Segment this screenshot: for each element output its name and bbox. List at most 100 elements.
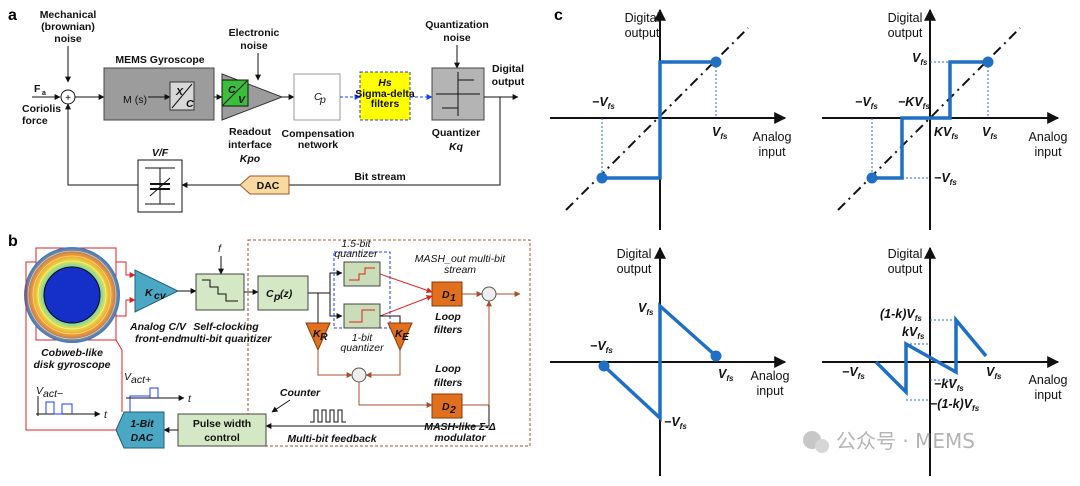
c2-neg-kvfs: −KVfs bbox=[898, 95, 930, 111]
cpz-c: C bbox=[266, 288, 274, 300]
cobweb-l1: Cobweb-like bbox=[41, 347, 103, 359]
c1-x-l2: input bbox=[758, 145, 786, 159]
sd-l1: Hs bbox=[378, 77, 392, 89]
lf2-l2: filters bbox=[434, 377, 463, 389]
c2-y-l1: Digital bbox=[888, 11, 923, 25]
cobweb-l2: disk gyroscope bbox=[33, 359, 110, 371]
pwc-l1: Pulse width bbox=[193, 418, 251, 430]
xc-c: C bbox=[186, 98, 194, 110]
bit-stream-label: Bit stream bbox=[354, 171, 405, 183]
c3-vfs-y: Vfs bbox=[638, 301, 654, 317]
mems-title: MEMS Gyroscope bbox=[115, 54, 204, 66]
watermark-text: 公众号 · MEMS bbox=[836, 429, 975, 453]
watermark: 公众号 · MEMS bbox=[803, 429, 975, 453]
xc-diagonal bbox=[171, 83, 193, 109]
panel-b-label: b bbox=[8, 233, 18, 250]
error-curve-4 bbox=[874, 315, 988, 397]
coriolis-l2: force bbox=[22, 115, 48, 127]
sd-l2: Sigma-delta bbox=[355, 88, 415, 100]
kcv-label: K bbox=[145, 287, 154, 299]
graph-c2: Digital output Analog input Vfs −Vfs −KV… bbox=[822, 8, 1068, 230]
cpz-block bbox=[257, 275, 309, 311]
c2-vfs-y: Vfs bbox=[912, 51, 928, 67]
step-curve-1 bbox=[602, 60, 716, 180]
multibit-fb-label: Multi-bit feedback bbox=[287, 433, 377, 445]
coriolis-l1: Coriolis bbox=[22, 103, 61, 115]
dac1-l1: 1-Bit bbox=[130, 418, 154, 430]
end-point-1a bbox=[596, 172, 608, 184]
modulator-boundary bbox=[247, 239, 531, 447]
cpz-rest: (z) bbox=[280, 288, 293, 300]
vact-plus-sub: act+ bbox=[131, 374, 151, 386]
c2-neg-vfs-y: −Vfs bbox=[934, 171, 957, 187]
cobweb-core bbox=[43, 266, 101, 324]
c2-y-l2: output bbox=[888, 26, 923, 40]
c4-x-l2: input bbox=[1034, 388, 1062, 402]
c2-kvfs: KVfs bbox=[934, 125, 959, 141]
analog-cv-l2: front-end bbox=[135, 333, 182, 345]
graph-c3: Digital output Analog input Vfs −Vfs Vfs… bbox=[550, 246, 790, 476]
error-curve-3 bbox=[602, 302, 718, 423]
self-clock-block bbox=[195, 273, 245, 311]
panel-a-label: a bbox=[8, 7, 17, 24]
lf2-l1: Loop bbox=[435, 363, 461, 375]
vact-plus: V bbox=[124, 371, 132, 383]
c4-k-vfs: kVfs bbox=[902, 325, 925, 341]
c2-x-l2: input bbox=[1034, 145, 1062, 159]
kcv-amp bbox=[134, 269, 180, 313]
c1-neg-vfs: −Vfs bbox=[592, 95, 615, 111]
sd-block bbox=[359, 71, 411, 121]
c1-y-l1: Digital bbox=[625, 11, 660, 25]
digital-out-l2: output bbox=[492, 76, 525, 88]
quant-noise-l1: Quantization bbox=[425, 19, 489, 31]
readout-l1: Readout bbox=[229, 126, 272, 138]
vact-minus-sub: act− bbox=[43, 388, 63, 400]
dac-block bbox=[239, 175, 290, 195]
mash-out-l1: MASH_out multi-bit bbox=[415, 253, 507, 265]
c2-vfs-x: Vfs bbox=[982, 125, 998, 141]
quant-noise-l2: noise bbox=[443, 32, 471, 44]
readout-l3: Kpo bbox=[240, 153, 261, 165]
sum-node-b3 bbox=[351, 367, 367, 383]
kcv-sub: cv bbox=[154, 290, 167, 302]
dac-label: DAC bbox=[257, 180, 280, 192]
vact-minus: V bbox=[36, 385, 44, 397]
c1-x-l1: Analog bbox=[753, 130, 792, 144]
c1-vfs: Vfs bbox=[712, 125, 728, 141]
c4-neg-vfs: −Vfs bbox=[842, 365, 865, 381]
pwc-l2: control bbox=[204, 432, 240, 444]
t-sym-2: t bbox=[188, 393, 192, 405]
c3-x-l1: Analog bbox=[751, 369, 790, 383]
panel-c: c Digital output Analog input −Vfs Vfs bbox=[550, 7, 1068, 476]
c4-neg-k-vfs: −kVfs bbox=[934, 377, 964, 393]
readout-c: C bbox=[228, 84, 236, 96]
q15-l2: quantizer bbox=[334, 248, 378, 260]
comp-c: C bbox=[314, 91, 322, 103]
counter-label: Counter bbox=[280, 387, 321, 399]
step-curve-2 bbox=[872, 60, 988, 180]
readout-v: V bbox=[238, 94, 246, 106]
c3-y-l2: output bbox=[617, 262, 652, 276]
c4-y-l1: Digital bbox=[888, 247, 923, 261]
end-point-2a bbox=[866, 172, 878, 184]
c1-y-l2: output bbox=[625, 26, 660, 40]
electronic-noise-l1: Electronic bbox=[229, 27, 280, 39]
wire-act-minus bbox=[25, 261, 116, 431]
panel-a: a Mechanical (brownian) noise F a Coriol… bbox=[8, 7, 525, 213]
pwc-block bbox=[177, 413, 267, 447]
self-clock-l2: multi-bit quantizer bbox=[181, 333, 273, 345]
c3-x-l2: input bbox=[756, 384, 784, 398]
mech-noise-l1: Mechanical bbox=[40, 9, 97, 21]
d2-sub: 2 bbox=[449, 404, 456, 416]
comp-l1: Compensation bbox=[282, 128, 355, 140]
kr-label: K bbox=[313, 328, 322, 340]
c2-x-l1: Analog bbox=[1029, 130, 1068, 144]
d2-block bbox=[431, 393, 463, 419]
digital-out-l1: Digital bbox=[492, 63, 524, 75]
ms-label: M (s) bbox=[123, 94, 147, 106]
graph-c1: Digital output Analog input −Vfs Vfs bbox=[550, 8, 792, 230]
c4-neg-1mk-vfs: −(1-k)Vfs bbox=[930, 397, 980, 413]
d2-label: D bbox=[442, 401, 450, 413]
mech-noise-l3: noise bbox=[54, 33, 82, 45]
